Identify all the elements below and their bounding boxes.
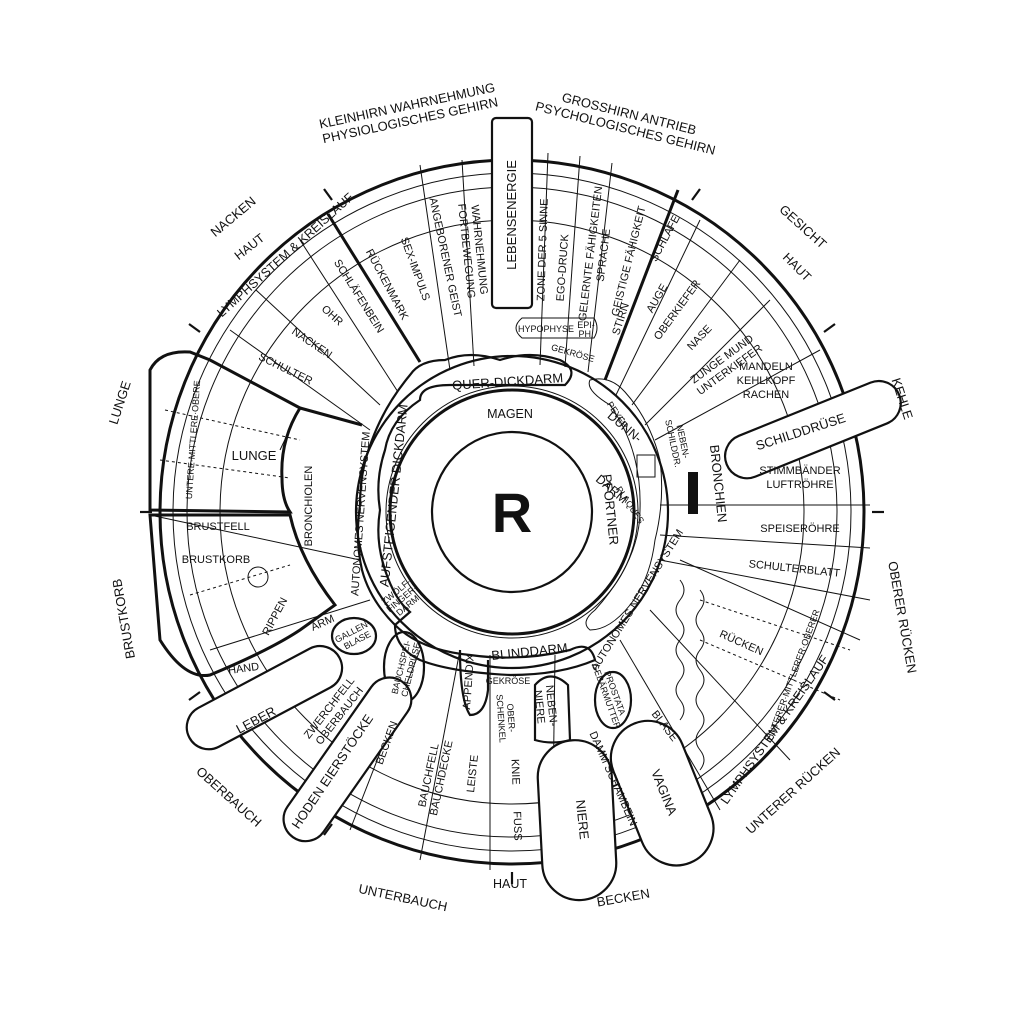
sex-label: SEX-IMPULS [398,236,432,303]
stimmbaender-line1: STIMMBÄNDER [759,465,840,477]
leber-tab [185,644,344,751]
brustkorb-outer: BRUSTKORB [109,578,138,660]
svg-text:BAUCHSPEI-CHELDRÜSE: BAUCHSPEI-CHELDRÜSE [390,639,423,698]
pfoertner-label: PFÖRTNER [599,473,621,545]
appendix-label: APPENDIX [461,653,477,710]
ohr-label: OHR [319,303,345,328]
brustfell-label: BRUSTFELL [186,521,250,533]
mandeln-line1: MANDELN [739,361,793,373]
nacken-outer: NACKEN [208,193,259,239]
rippen-label: RIPPEN [260,596,290,638]
ruecken-label: RÜCKEN [718,628,765,658]
rippen-circle [247,566,269,588]
haut-right: HAUT [780,250,814,284]
svg-text:NEBEN-NIERE: NEBEN-NIERE [531,684,559,728]
hoden-tab [282,676,413,843]
schilddruese-tab [723,379,902,480]
brustkorb-inner-label: BRUSTKORB [182,554,250,566]
speiseroehre-label: SPEISERÖHRE [760,523,839,535]
oberschenkel-line2: SCHENKEL [494,694,507,743]
haut-left: HAUT [232,231,268,263]
gekroese-top-label: GEKRÖSE [550,342,596,364]
zone-label: ZONE DER 5 SINNE [535,198,551,301]
duenndarm-outline [585,378,663,631]
gekroese-bottom-label: GEKRÖSE [486,676,531,686]
niere-tab [536,739,618,902]
geistige-label: GEISTIGE FÄHIGKEIT [610,205,649,318]
svg-text:NEBEN-SCHILDDR.: NEBEN-SCHILDDR. [663,417,693,469]
autonomes-left-label: AUTONOMES NERVENSYSTEM [349,431,372,596]
spine-wave [675,579,685,721]
svg-text:BAUCHFELLBAUCHDECKE: BAUCHFELLBAUCHDECKE [415,737,455,817]
peyer-box [636,454,656,478]
lebensenergie-label: LEBENSENERGIE [504,160,519,270]
lebensenergie-tab [490,116,534,310]
epi-line2: PH. [578,329,593,339]
vagina-tab [609,719,715,867]
niere-label: NIERE [573,799,592,840]
lunge-outer: LUNGE [106,379,134,427]
hand-label: HAND [227,661,260,677]
bronchiolen-label: BRONCHIOLEN [303,466,315,547]
stomach-ring [388,388,636,636]
knie-label: KNIE [509,759,522,785]
stimmbaender-line2: LUFTRÖHRE [766,479,833,491]
nebenniere-line1: NEBEN- [543,684,559,727]
mandeln-line3: RACHEN [743,389,790,401]
hypophyse-pill [515,317,598,339]
svg-text:EPI-PH.: EPI-PH. [577,320,595,339]
ego-label: EGO-DRUCK [555,233,572,302]
svg-text:PEYER-PLAQUES: PEYER-PLAQUES [572,400,679,526]
bronchien-bar [688,472,698,514]
schulterblatt-label: SCHULTERBLATT [748,558,841,580]
gesicht-outer: GESICHT [777,202,830,252]
fuss-label: FUSS [510,811,523,841]
haut-bottom: HAUT [493,877,527,891]
aufsteigender-label: AUFSTEIGENDER DICKDARM [376,404,410,588]
schulter-label: SCHULTER [256,351,314,387]
spine-wave-2 [695,589,705,771]
prostata-shape [593,670,633,730]
appendix-shape [458,649,490,717]
magen-label: MAGEN [487,407,533,421]
svg-text:WAHRNEHMUNGFORTBEWEGUNG: WAHRNEHMUNGFORTBEWEGUNG [455,202,490,299]
nacken-inner-label: NACKEN [289,326,334,362]
brustkorb-region [148,513,338,678]
center-letter: R [492,481,532,544]
blinddarm-label: BLINDDARM [491,640,569,663]
oberbauch-outer: OBERBAUCH [193,764,264,830]
hypophyse-label: HYPOPHYSE [518,324,574,334]
epi-line1: EPI- [577,320,595,330]
svg-text:OBER-SCHENKEL: OBER-SCHENKEL [494,693,517,743]
nebenniere-line2: NIERE [531,690,546,725]
auge-label: AUGE [644,282,670,315]
leiste-label: LEISTE [465,754,481,793]
svg-text:KLEINHIRN WAHRNEHMUNGPHYSIOLOG: KLEINHIRN WAHRNEHMUNGPHYSIOLOGISCHES GEH… [318,80,500,147]
lunge-inner-label: LUNGE [232,448,277,463]
gallenblase-shape [330,616,378,656]
unterbauch-outer: UNTERBAUCH [357,881,448,914]
oberschenkel-line1: OBER- [505,703,517,732]
pupil-ring [430,430,594,594]
lunge-region [148,350,303,514]
umo-l-label: UNTERE·MITTLERE·OBERE [184,380,202,499]
mandeln-line2: KEHLKOPF [737,375,796,387]
colon-outline [356,353,573,627]
svg-text:GROSSHIRN ANTRIEBPSYCHOLOGISCH: GROSSHIRN ANTRIEBPSYCHOLOGISCHES GEHIRN [534,84,721,158]
oberer-ruecken-outer: OBERER RÜCKEN [885,560,919,674]
